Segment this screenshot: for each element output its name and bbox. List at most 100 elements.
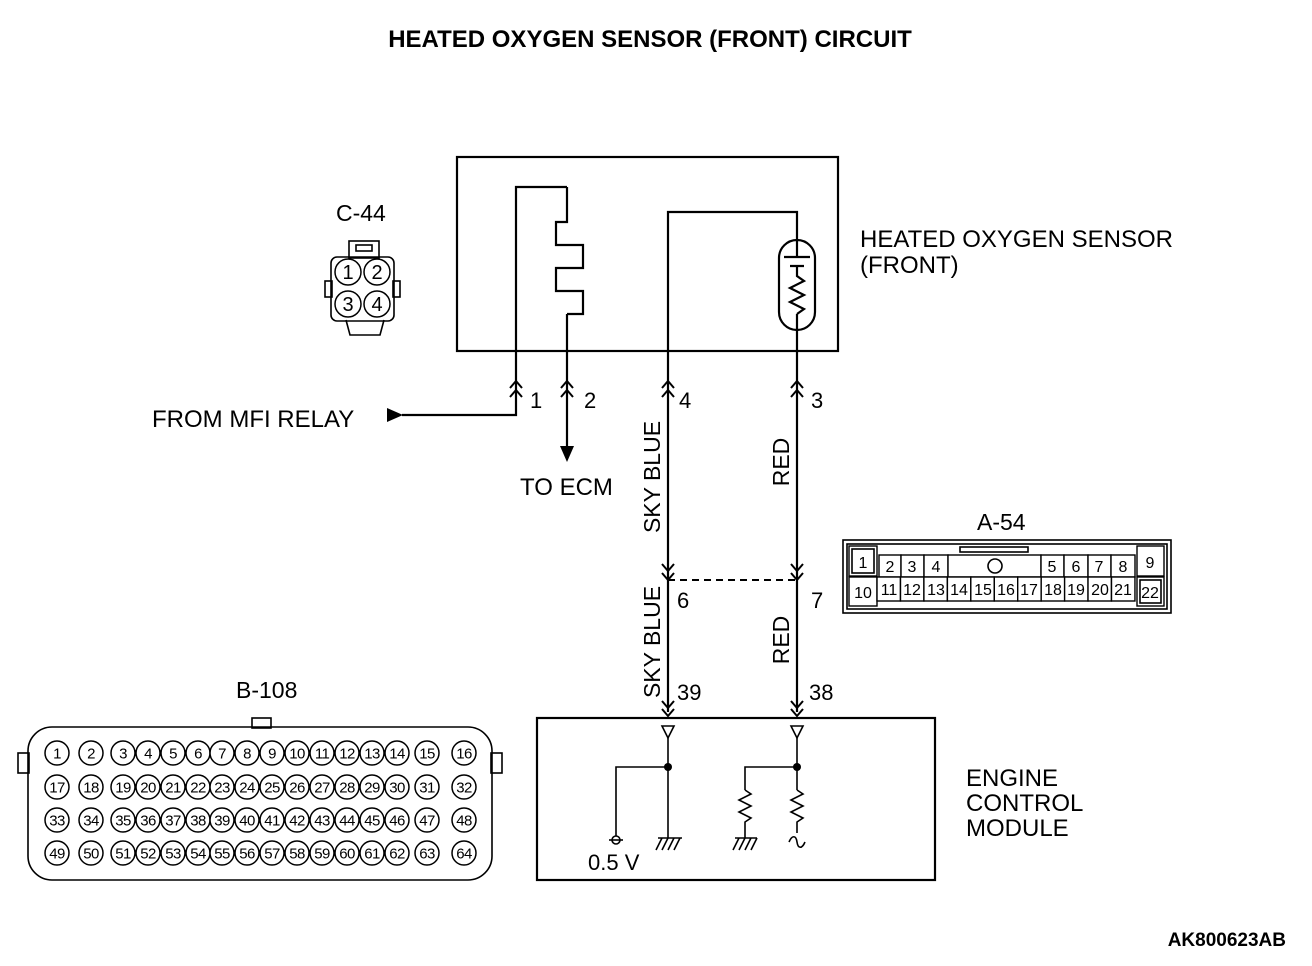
connector-pin-circle bbox=[234, 740, 260, 766]
connector-pin-circle bbox=[160, 774, 186, 800]
connector-pin-number: 15 bbox=[419, 746, 435, 763]
connector-pin: 14 bbox=[384, 740, 410, 766]
ecm-label-line1: ENGINE bbox=[966, 765, 1058, 792]
connector-pin: 63 bbox=[414, 840, 440, 866]
connector-pin-number: 52 bbox=[140, 846, 156, 863]
connector-pin-number: 28 bbox=[339, 780, 355, 797]
ground-icon bbox=[655, 837, 682, 851]
connector-pin: 57 bbox=[259, 840, 285, 866]
connector-pin-number: 37 bbox=[165, 813, 181, 830]
engine-control-module bbox=[535, 716, 937, 882]
connector-pin: 54 bbox=[185, 840, 211, 866]
connector-pin-number: 11 bbox=[881, 582, 898, 599]
connector-pin-number: 32 bbox=[456, 780, 472, 797]
connector-pin-number: 17 bbox=[49, 780, 65, 797]
connector-pin: 56 bbox=[234, 840, 260, 866]
connector-pin-number: 59 bbox=[314, 846, 330, 863]
connector-pin: 8 bbox=[234, 740, 260, 766]
connector-pin-number: 22 bbox=[1141, 585, 1159, 602]
connector-pin-number: 3 bbox=[342, 294, 353, 316]
sensor-resistor-symbol bbox=[787, 266, 807, 315]
input-buffer-icon bbox=[789, 725, 805, 740]
connector-pin-number: 42 bbox=[289, 813, 305, 830]
connector-pin-circle bbox=[451, 740, 477, 766]
connector-pin: 1 bbox=[44, 740, 70, 766]
connector-pin-number: 46 bbox=[389, 813, 405, 830]
terminal-label: 7 bbox=[811, 588, 823, 613]
connector-pin-number: 56 bbox=[239, 846, 255, 863]
connector-pin-number: 6 bbox=[1072, 559, 1081, 576]
connector-pin-number: 17 bbox=[1020, 582, 1038, 599]
heater-element bbox=[554, 187, 585, 316]
connector-side-tab bbox=[17, 752, 30, 774]
connector-pin-number: 41 bbox=[264, 813, 280, 830]
connector-pin-circle bbox=[414, 807, 440, 833]
terminal-chevron-icon bbox=[560, 379, 574, 398]
ac-signal-icon bbox=[788, 835, 806, 849]
wire-pin-1 bbox=[402, 185, 567, 417]
sensor-housing-outline bbox=[455, 155, 840, 353]
connector-pin-number: 7 bbox=[218, 746, 226, 763]
connector-pin: 31 bbox=[414, 774, 440, 800]
connector-cell bbox=[848, 545, 878, 577]
figure-id: AK800623AB bbox=[1168, 930, 1286, 951]
connector-pin: 18 bbox=[78, 774, 104, 800]
connector-pin: 11 bbox=[309, 740, 335, 766]
sensor-label-line1: HEATED OXYGEN SENSOR bbox=[860, 226, 1173, 253]
connector-pin: 37 bbox=[160, 807, 186, 833]
connector-pin-number: 8 bbox=[1119, 559, 1128, 576]
connector-pin-circle bbox=[259, 740, 285, 766]
connector-pin-circle bbox=[334, 774, 360, 800]
terminal-chevron-icon bbox=[790, 379, 804, 398]
connector-lock-tab bbox=[251, 717, 272, 729]
connector-pin-number: 9 bbox=[1146, 555, 1155, 572]
connector-name: C-44 bbox=[336, 200, 386, 226]
connector-pin-circle bbox=[384, 807, 410, 833]
connector-pin-number: 43 bbox=[314, 813, 330, 830]
connector-pin-number: 21 bbox=[1114, 582, 1132, 599]
connector-pin-number: 26 bbox=[289, 780, 305, 797]
connector-pin-circle bbox=[359, 807, 385, 833]
ecm-label-line3: MODULE bbox=[966, 815, 1069, 842]
connector-pin-circle bbox=[284, 740, 310, 766]
connector-pin-circle bbox=[234, 774, 260, 800]
connector-cell bbox=[1110, 576, 1136, 602]
terminal-chevron-icon bbox=[661, 700, 675, 718]
connector-pin-number: 33 bbox=[49, 813, 65, 830]
connector-pin: 20 bbox=[135, 774, 161, 800]
connector-pin-number: 10 bbox=[854, 585, 872, 602]
connector-pin-number: 5 bbox=[169, 746, 177, 763]
connector-pin-number: 62 bbox=[389, 846, 405, 863]
connector-cell-inner bbox=[851, 548, 875, 574]
connector-pin-number: 12 bbox=[903, 582, 921, 599]
connector-pin: 43 bbox=[309, 807, 335, 833]
wire-color-label: SKY BLUE bbox=[639, 421, 665, 533]
connector-pin-number: 61 bbox=[364, 846, 380, 863]
ground-icon bbox=[732, 837, 758, 851]
connector-cells bbox=[848, 545, 1165, 607]
connector-pin-number: 20 bbox=[140, 780, 156, 797]
connector-pin-number: 31 bbox=[419, 780, 435, 797]
connector-pin: 62 bbox=[384, 840, 410, 866]
connector-pin-circle bbox=[209, 774, 235, 800]
diagram-title: HEATED OXYGEN SENSOR (FRONT) CIRCUIT bbox=[388, 26, 912, 53]
connector-pin-number: 1 bbox=[859, 555, 868, 572]
connector-pin-number: 4 bbox=[371, 294, 382, 316]
connector-pin: 19 bbox=[110, 774, 136, 800]
connector-pin-number: 11 bbox=[315, 746, 330, 763]
connector-pin-number: 60 bbox=[339, 846, 355, 863]
connector-pin: 33 bbox=[44, 807, 70, 833]
connector-pin-number: 38 bbox=[190, 813, 206, 830]
connector-pin-number: 14 bbox=[389, 746, 405, 763]
connector-pin-circle bbox=[384, 840, 410, 866]
connector-pin-circle bbox=[110, 840, 136, 866]
connector-pin: 9 bbox=[259, 740, 285, 766]
connector-pin-circle bbox=[384, 774, 410, 800]
connector-pin: 16 bbox=[451, 740, 477, 766]
connector-pin-circle bbox=[135, 740, 161, 766]
connector-pin-number: 13 bbox=[927, 582, 945, 599]
connector-pin: 51 bbox=[110, 840, 136, 866]
arrow-down-icon bbox=[560, 446, 574, 462]
